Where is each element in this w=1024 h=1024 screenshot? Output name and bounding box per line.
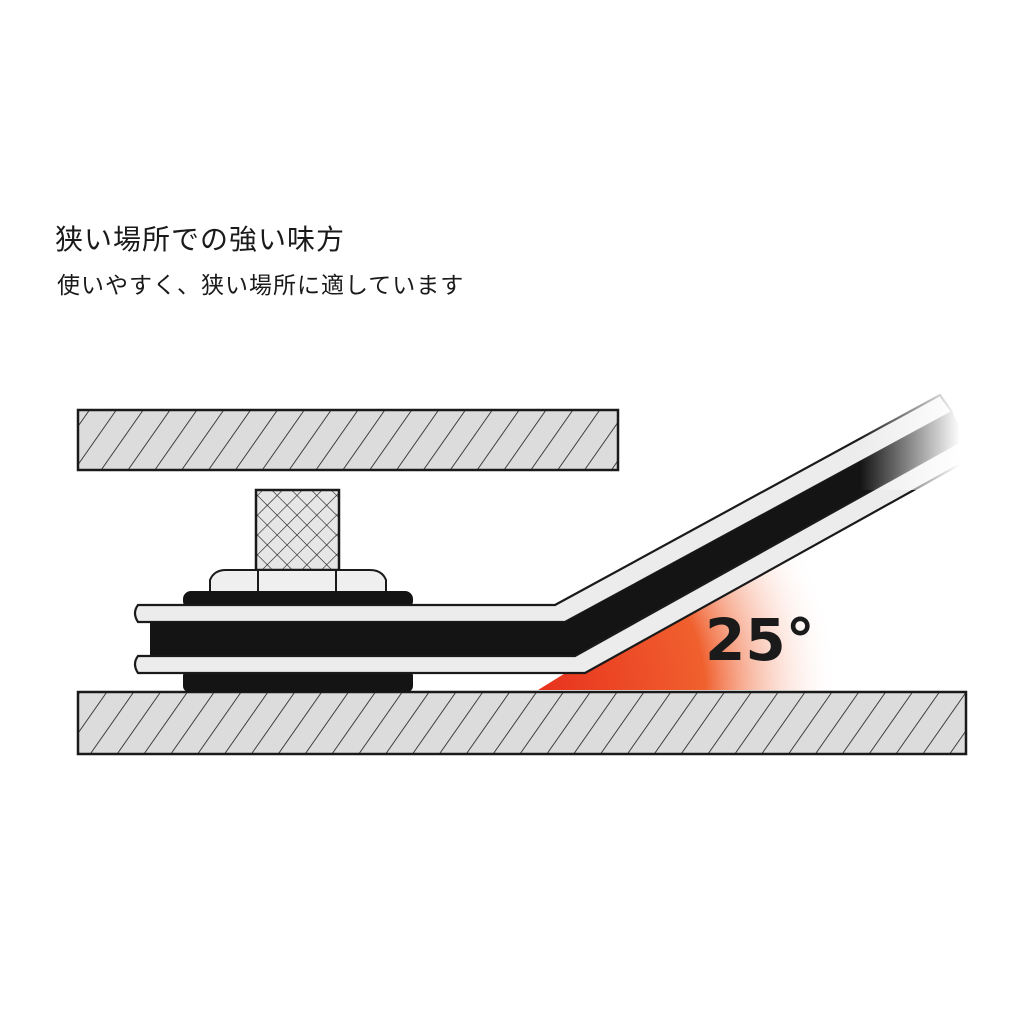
bottom-plate [76,690,968,756]
page-title: 狭い場所での強い味方 [55,223,346,256]
nut [209,569,387,595]
angle-label: 25° [705,606,815,674]
page-subtitle: 使いやすく、狭い場所に適しています [57,273,465,299]
ring-head-bottom [183,670,413,692]
top-plate [76,408,620,472]
bolt-shank [254,488,341,572]
handle-fade [860,370,980,490]
